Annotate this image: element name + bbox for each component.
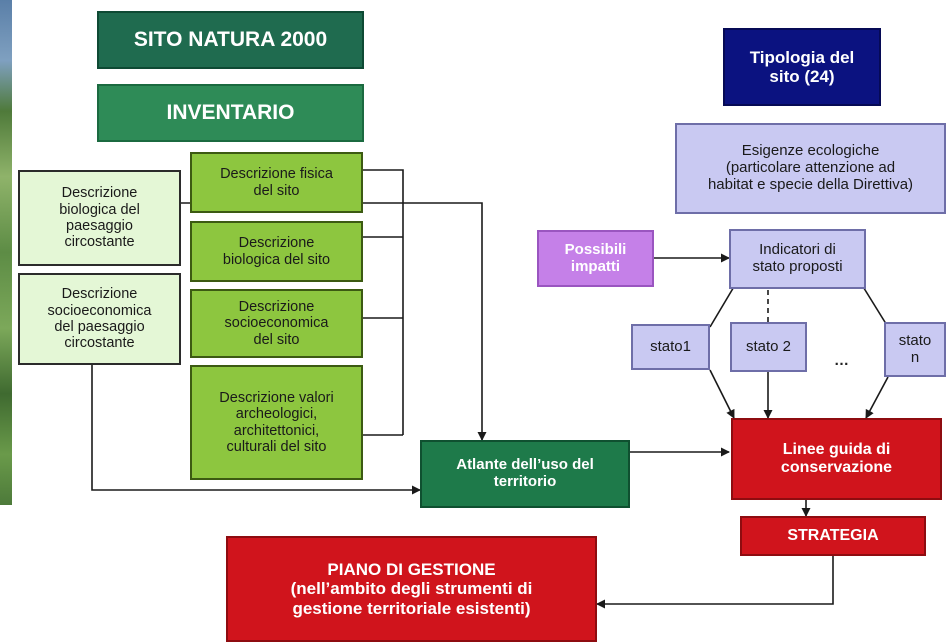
- node-tipologia[interactable]: Tipologia del sito (24): [723, 28, 881, 106]
- node-possibili-impatti[interactable]: Possibili impatti: [537, 230, 654, 287]
- node-linee-guida[interactable]: Linee guida di conservazione: [731, 418, 942, 500]
- node-desc-socio-sito[interactable]: Descrizione socioeconomica del sito: [190, 289, 363, 358]
- connector-staton-to-linee: [865, 376, 889, 419]
- node-desc-fisica[interactable]: Descrizione fisica del sito: [190, 152, 363, 213]
- node-piano[interactable]: PIANO DI GESTIONE (nell’ambito degli str…: [226, 536, 597, 642]
- node-stato2[interactable]: stato 2: [730, 322, 807, 372]
- node-strategia[interactable]: STRATEGIA: [740, 516, 926, 556]
- connector-indicatori-to-staton: [861, 284, 889, 328]
- node-desc-valori[interactable]: Descrizione valori archeologici, archite…: [190, 365, 363, 480]
- node-staton[interactable]: stato n: [884, 322, 946, 377]
- connector-indicatori-to-stato1: [709, 284, 736, 328]
- node-inventario[interactable]: INVENTARIO: [97, 84, 364, 142]
- node-desc-bio-paesaggio[interactable]: Descrizione biologica del paesaggio circ…: [18, 170, 181, 266]
- node-desc-socio-paesaggio[interactable]: Descrizione socioeconomica del paesaggio…: [18, 273, 181, 365]
- connector-strategia-to-piano: [596, 556, 834, 609]
- background-photo-strip: [0, 0, 12, 505]
- node-atlante[interactable]: Atlante dell’uso del territorio: [420, 440, 630, 508]
- node-desc-bio-sito[interactable]: Descrizione biologica del sito: [190, 221, 363, 282]
- connector-desc-fisica: [363, 169, 404, 435]
- node-sito-natura[interactable]: SITO NATURA 2000: [97, 11, 364, 69]
- node-indicatori[interactable]: Indicatori di stato proposti: [729, 229, 866, 289]
- node-ellipsis: …: [834, 352, 849, 369]
- connector-socio-paesaggio-to-atlante: [91, 365, 421, 495]
- node-esigenze[interactable]: Esigenze ecologiche (particolare attenzi…: [675, 123, 946, 214]
- node-stato1[interactable]: stato1: [631, 324, 710, 370]
- connector-stato1-to-linee: [709, 369, 735, 419]
